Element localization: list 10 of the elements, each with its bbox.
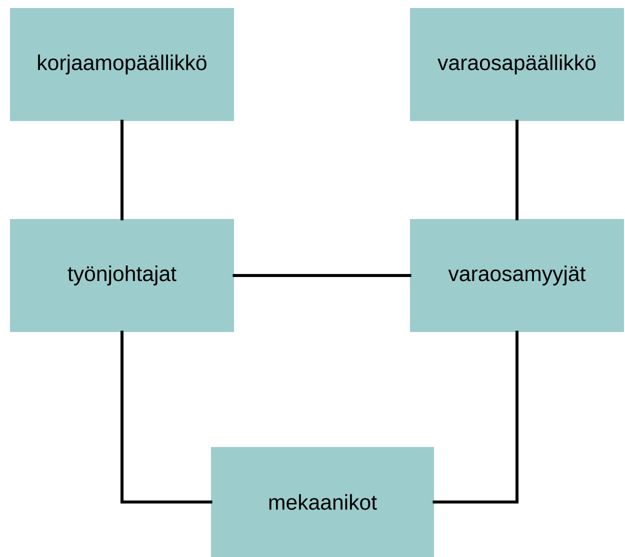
connector-line: [120, 330, 212, 504]
role-box: varaosamyyjät: [410, 219, 624, 332]
role-box: työnjohtajat: [10, 219, 234, 332]
connector-line: [232, 274, 412, 277]
connector-line: [516, 120, 518, 220]
role-box: mekaanikot: [211, 446, 434, 557]
connector-line: [432, 330, 518, 504]
connector-line: [120, 120, 124, 220]
role-box: varaosapäällikkö: [410, 8, 624, 121]
role-box: korjaamopäällikkö: [10, 8, 234, 121]
